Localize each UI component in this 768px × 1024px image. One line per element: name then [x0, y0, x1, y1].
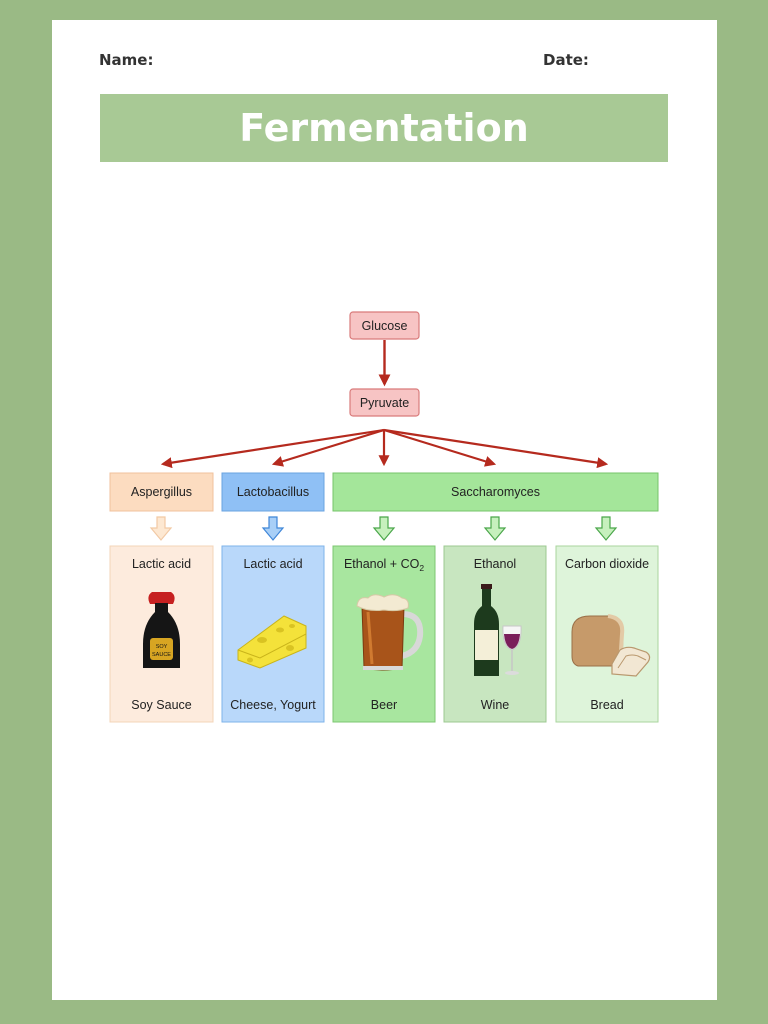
date-label: Date: — [543, 51, 589, 69]
name-label: Name: — [99, 51, 154, 69]
title-banner: Fermentation — [100, 94, 668, 162]
worksheet-page: Name: Date: Fermentation — [52, 20, 717, 1000]
page-title: Fermentation — [239, 106, 529, 150]
